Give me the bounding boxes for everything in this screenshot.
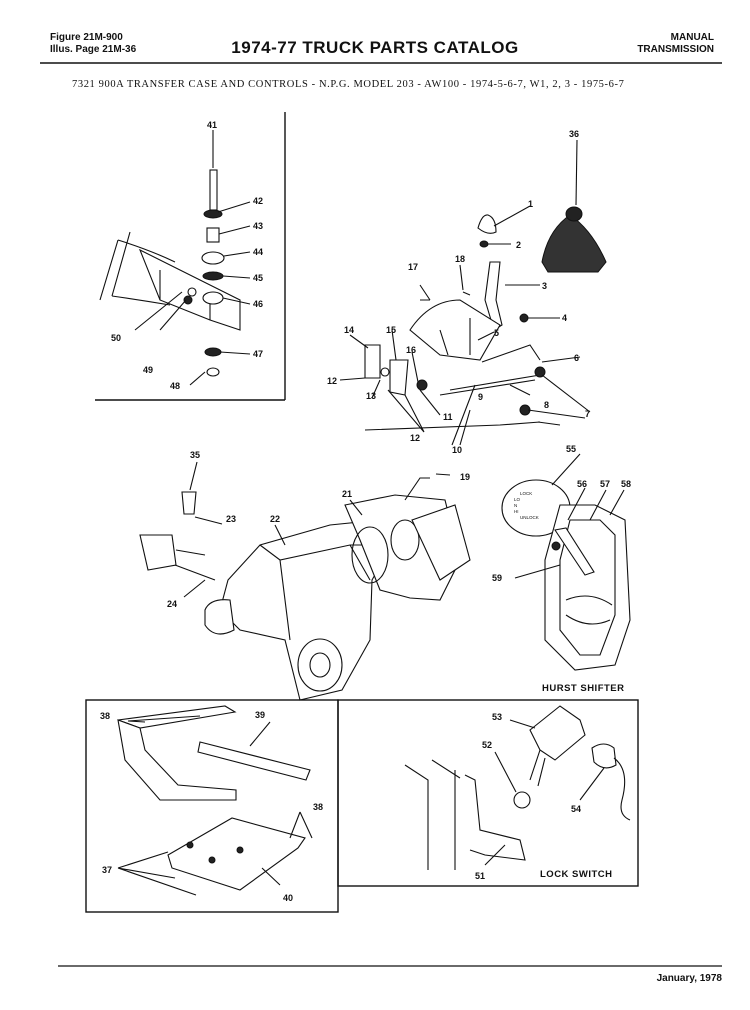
callout-5: 5	[494, 328, 499, 338]
callout-22: 22	[270, 514, 280, 524]
skid-plate-assembly	[117, 705, 313, 896]
callout-47: 47	[253, 349, 263, 359]
callout-2: 2	[516, 240, 521, 250]
shifter-plate-hi: HI	[514, 509, 519, 514]
callout-43: 43	[253, 221, 263, 231]
section-line-1: MANUAL	[670, 32, 714, 43]
callout-49: 49	[143, 365, 153, 375]
figure-number: Figure 21M-900	[50, 32, 123, 43]
callout-12-lower: 12	[410, 433, 420, 443]
callout-41: 41	[207, 120, 217, 130]
callout-14: 14	[344, 325, 354, 335]
callout-21: 21	[342, 489, 352, 499]
page-title: 1974-77 TRUCK PARTS CATALOG	[231, 38, 519, 57]
hurst-shifter: LOCK LO N HI UNLOCK	[501, 453, 631, 671]
catalog-subtitle: 7321 900A TRANSFER CASE AND CONTROLS - N…	[72, 79, 625, 90]
callout-4: 4	[562, 313, 567, 323]
mount-inset	[95, 112, 286, 401]
callout-10: 10	[452, 445, 462, 455]
callout-35: 35	[190, 450, 200, 460]
callout-1: 1	[528, 199, 533, 209]
footer-date: January, 1978	[656, 973, 722, 984]
section-line-2: TRANSMISSION	[637, 44, 714, 55]
shifter-plate-unlock: UNLOCK	[520, 515, 539, 520]
hurst-shifter-caption: HURST SHIFTER	[542, 683, 625, 694]
callout-48: 48	[170, 381, 180, 391]
callout-23: 23	[226, 514, 236, 524]
callout-46: 46	[253, 299, 263, 309]
illus-page: Illus. Page 21M-36	[50, 44, 137, 55]
callout-11: 11	[443, 412, 453, 422]
shifter-plate-lock: LOCK	[520, 491, 532, 496]
callout-44: 44	[253, 247, 263, 257]
callout-52: 52	[482, 740, 492, 750]
callout-8: 8	[544, 400, 549, 410]
shifter-plate-n: N	[514, 503, 517, 508]
callout-51: 51	[475, 871, 485, 881]
callout-24: 24	[167, 599, 177, 609]
section-name: MANUAL TRANSMISSION	[637, 32, 714, 56]
callout-6: 6	[574, 353, 579, 363]
callout-55: 55	[566, 444, 576, 454]
callout-59: 59	[492, 573, 502, 583]
lock-switch-box	[337, 699, 639, 887]
shift-linkage	[339, 139, 607, 446]
callout-9: 9	[478, 392, 483, 402]
callout-17: 17	[408, 262, 418, 272]
callout-37: 37	[102, 865, 112, 875]
callout-42: 42	[253, 196, 263, 206]
lock-switch-assembly	[404, 705, 631, 870]
callout-38-top: 38	[100, 711, 110, 721]
callout-56: 56	[577, 479, 587, 489]
callout-12-left: 12	[327, 376, 337, 386]
callout-38-right: 38	[313, 802, 323, 812]
figure-reference: Figure 21M-900 Illus. Page 21M-36	[50, 32, 136, 56]
callout-16: 16	[406, 345, 416, 355]
callout-15: 15	[386, 325, 396, 335]
callout-58: 58	[621, 479, 631, 489]
shifter-plate-lo: LO	[514, 497, 521, 502]
callout-3: 3	[542, 281, 547, 291]
callout-19: 19	[460, 472, 470, 482]
callout-39: 39	[255, 710, 265, 720]
lock-switch-caption: LOCK SWITCH	[540, 869, 613, 880]
callout-53: 53	[492, 712, 502, 722]
callout-36: 36	[569, 129, 579, 139]
callout-45: 45	[253, 273, 263, 283]
callout-40: 40	[283, 893, 293, 903]
callout-7: 7	[585, 409, 590, 419]
callout-18: 18	[455, 254, 465, 264]
transfer-case	[139, 461, 471, 701]
callout-50: 50	[111, 333, 121, 343]
callout-57: 57	[600, 479, 610, 489]
callout-13: 13	[366, 391, 376, 401]
callout-54: 54	[571, 804, 581, 814]
